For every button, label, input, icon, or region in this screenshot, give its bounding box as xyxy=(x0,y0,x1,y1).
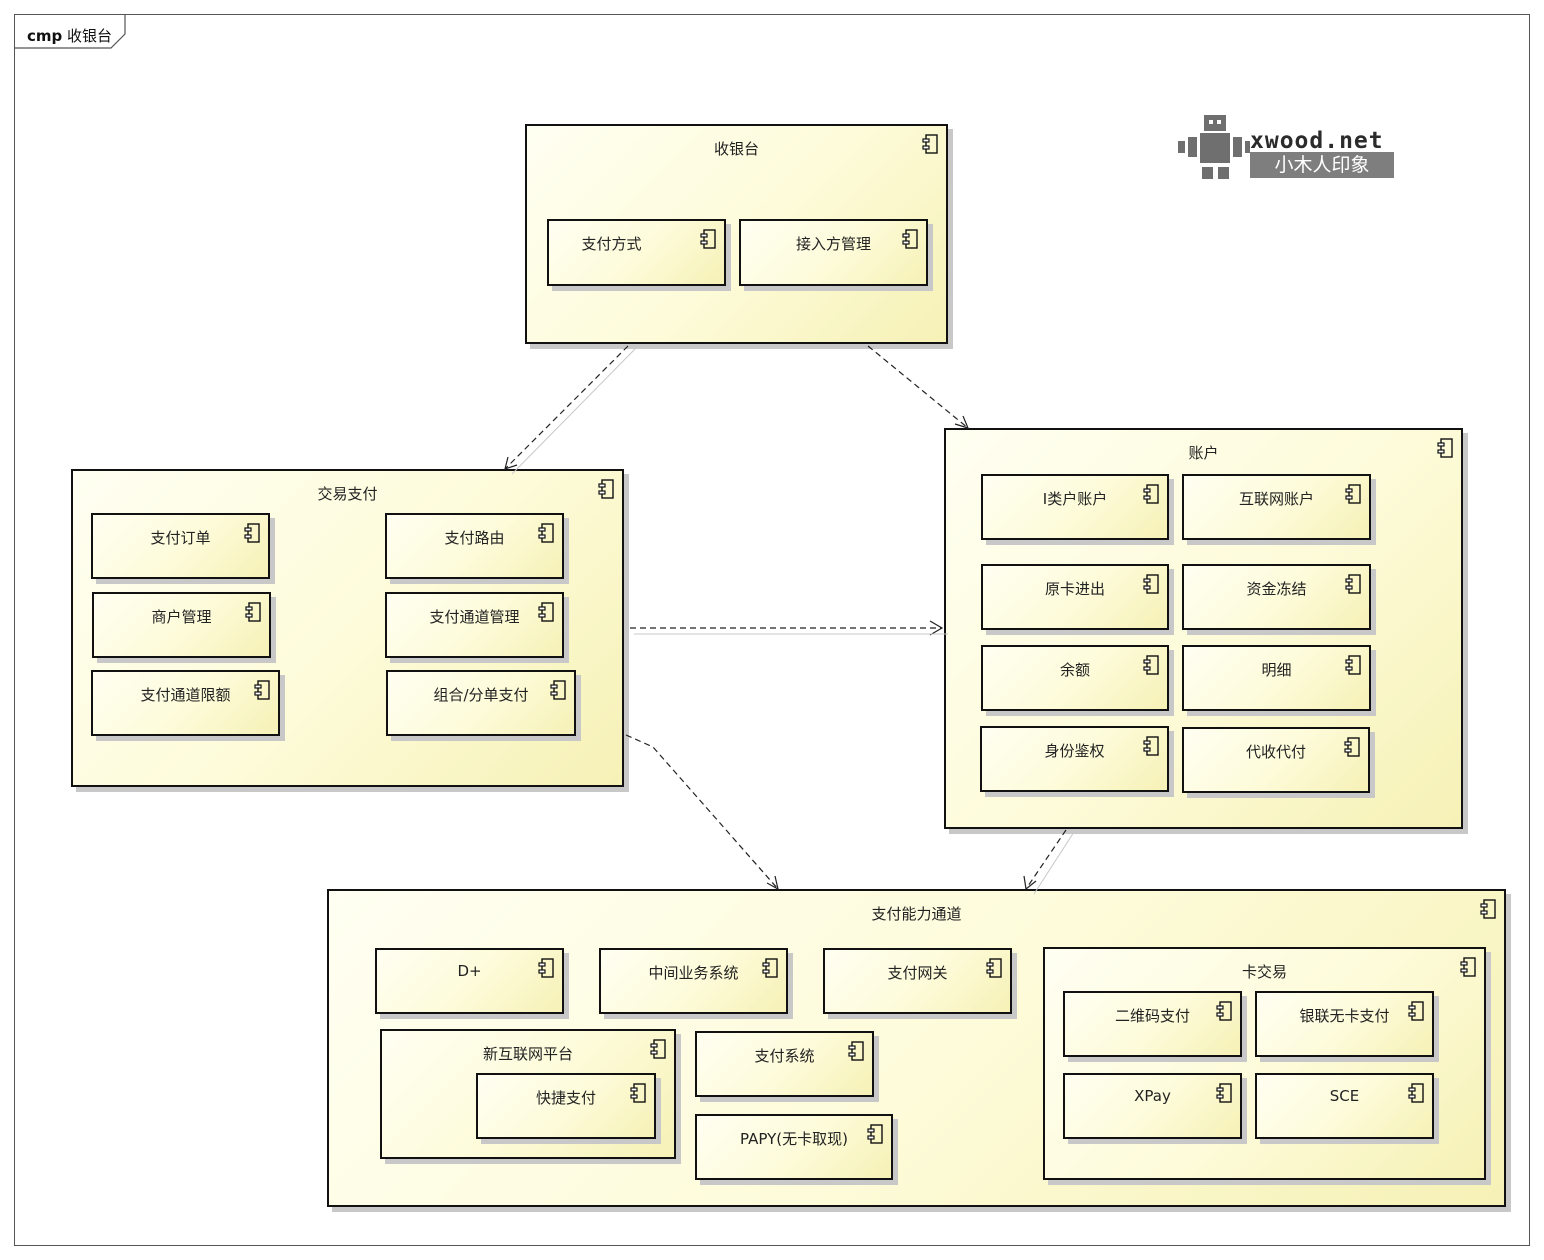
component-dplus[interactable]: D+ xyxy=(375,948,564,1014)
component-title: 新互联网平台 xyxy=(482,1045,573,1063)
component-sce[interactable]: SCE xyxy=(1255,1073,1434,1139)
arrowhead xyxy=(929,620,944,636)
component-title: 支付订单 xyxy=(150,529,211,547)
component-card-trade[interactable]: 卡交易 xyxy=(1043,947,1486,1180)
dependency-trade-capability xyxy=(625,734,779,890)
component-channel-limit[interactable]: 支付通道限额 xyxy=(91,670,280,736)
arrowhead xyxy=(504,456,518,470)
component-access-mgmt[interactable]: 接入方管理 xyxy=(739,219,928,286)
component-pay-method[interactable]: 支付方式 xyxy=(547,219,726,286)
component-title: 中间业务系统 xyxy=(648,964,739,982)
arrowhead xyxy=(1023,875,1037,891)
component-title: 资金冻结 xyxy=(1246,580,1307,598)
component-class1-account[interactable]: I类户账户 xyxy=(981,474,1169,540)
component-title: 代收代付 xyxy=(1245,743,1306,761)
frame-keyword: cmp xyxy=(27,27,63,45)
component-pay-gateway[interactable]: 支付网关 xyxy=(823,948,1012,1014)
component-title: 支付通道管理 xyxy=(429,608,520,626)
component-title: 组合/分单支付 xyxy=(433,686,529,704)
logo-brand: xwood.net xyxy=(1250,128,1384,154)
component-papy[interactable]: PAPY(无卡取现) xyxy=(695,1114,893,1180)
component-balance[interactable]: 余额 xyxy=(981,645,1169,711)
component-title: 支付系统 xyxy=(754,1047,815,1065)
component-unionpay-cardless[interactable]: 银联无卡支付 xyxy=(1255,991,1434,1057)
component-detail[interactable]: 明细 xyxy=(1182,645,1371,711)
dependency-account-capability xyxy=(1025,829,1067,890)
component-title: PAPY(无卡取现) xyxy=(740,1130,848,1148)
component-title: 二维码支付 xyxy=(1114,1007,1190,1025)
component-title: 明细 xyxy=(1261,661,1292,679)
component-merchant-mgmt[interactable]: 商户管理 xyxy=(92,592,271,658)
component-xpay[interactable]: XPay xyxy=(1063,1073,1242,1139)
component-title: I类户账户 xyxy=(1042,490,1108,508)
component-title: 交易支付 xyxy=(317,485,378,503)
component-title: 支付方式 xyxy=(581,235,642,253)
component-title: XPay xyxy=(1134,1087,1171,1105)
component-pay-route[interactable]: 支付路由 xyxy=(385,513,564,579)
component-title: 卡交易 xyxy=(1241,963,1287,981)
component-fund-freeze[interactable]: 资金冻结 xyxy=(1182,564,1371,630)
component-card-in-out[interactable]: 原卡进出 xyxy=(981,564,1169,630)
component-title: 支付能力通道 xyxy=(871,905,962,923)
component-title: 支付通道限额 xyxy=(140,686,231,704)
diagram-frame: cmp 收银台 xyxy=(14,14,1530,1246)
component-title: 互联网账户 xyxy=(1238,490,1314,508)
component-title: 原卡进出 xyxy=(1044,580,1105,598)
arrowhead xyxy=(766,875,779,891)
component-title: 支付路由 xyxy=(444,529,505,547)
component-collect-pay[interactable]: 代收代付 xyxy=(1182,727,1370,793)
component-identity-auth[interactable]: 身份鉴权 xyxy=(980,726,1169,792)
component-title: 账户 xyxy=(1188,444,1219,462)
logo-tagline: 小木人印象 xyxy=(1250,152,1394,178)
component-title: 余额 xyxy=(1059,661,1090,679)
component-title: 身份鉴权 xyxy=(1044,742,1105,760)
robot-logo-icon xyxy=(1178,115,1250,179)
component-combo-pay[interactable]: 组合/分单支付 xyxy=(386,670,576,736)
component-title: 支付网关 xyxy=(887,964,948,982)
component-internet-account[interactable]: 互联网账户 xyxy=(1182,474,1371,540)
dependency-cashier-account xyxy=(867,345,969,429)
component-title: 快捷支付 xyxy=(535,1089,596,1107)
component-pay-order[interactable]: 支付订单 xyxy=(91,513,270,579)
frame-tab xyxy=(15,15,126,49)
dependency-cashier-trade xyxy=(504,345,629,470)
frame-label: cmp 收银台 xyxy=(27,25,112,46)
component-title: D+ xyxy=(457,962,482,980)
component-title: 银联无卡支付 xyxy=(1299,1007,1390,1025)
component-qr-pay[interactable]: 二维码支付 xyxy=(1063,991,1242,1057)
frame-name: 收银台 xyxy=(67,27,113,45)
component-title: 收银台 xyxy=(713,140,759,158)
component-channel-mgmt[interactable]: 支付通道管理 xyxy=(385,592,564,658)
component-title: 接入方管理 xyxy=(795,235,871,253)
component-pay-system[interactable]: 支付系统 xyxy=(695,1031,874,1097)
component-title: 商户管理 xyxy=(151,608,212,626)
component-middle-business[interactable]: 中间业务系统 xyxy=(599,948,788,1014)
component-quick-pay[interactable]: 快捷支付 xyxy=(476,1073,656,1139)
component-title: SCE xyxy=(1329,1087,1360,1105)
arrowhead xyxy=(954,415,970,429)
